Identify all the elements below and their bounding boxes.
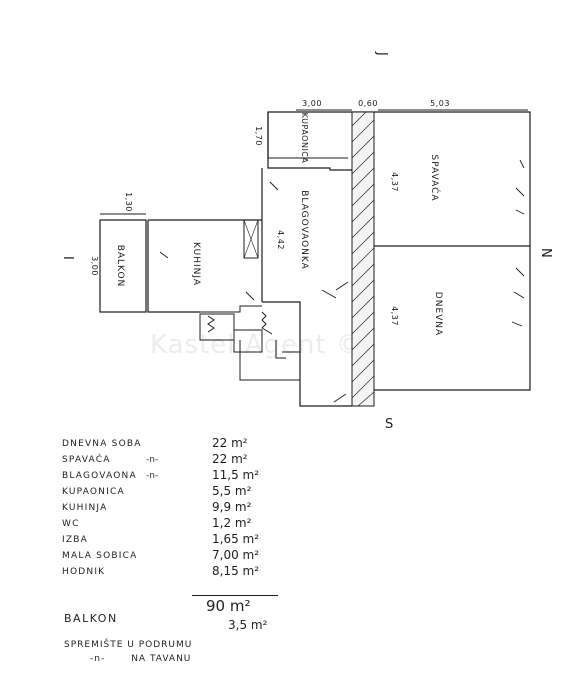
- ditto-mark: -n-: [90, 654, 106, 664]
- room-area: 5,5 m²: [212, 484, 252, 498]
- room-name: WC: [62, 519, 80, 529]
- room-name: KUHINJA: [62, 503, 108, 513]
- room-name: MALA SOBICA: [62, 551, 138, 561]
- room-area: 1,65 m²: [212, 532, 260, 546]
- dim-kupaonica-width: 3,00: [302, 99, 322, 108]
- room-name: BLAGOVAONA: [62, 471, 137, 481]
- label-balkon: BALKON: [115, 245, 125, 288]
- compass-south: S: [385, 417, 393, 432]
- dim-balkon-height: 3,00: [90, 256, 99, 276]
- label-spavaca: SPAVAĆA: [429, 154, 441, 201]
- sum-line: [192, 595, 278, 596]
- room-name: HODNIK: [62, 567, 106, 577]
- label-dnevna: DNEVNA: [433, 292, 443, 336]
- dim-room-width: 5,03: [430, 99, 450, 108]
- dim-wall-thickness: 0,60: [358, 99, 378, 108]
- room-name: IZBA: [62, 535, 88, 545]
- dim-blagovaonica-depth: 4,42: [276, 230, 285, 250]
- label-kuhinja: KUHINJA: [191, 242, 201, 286]
- compass-west: I: [60, 256, 75, 260]
- room-name: DNEVNA SOBA: [62, 439, 142, 449]
- area-row: BLAGOVAONA -n- 11,5 m²: [62, 468, 322, 484]
- dim-dnevna-length: 4,37: [390, 306, 399, 326]
- room-area: 7,00 m²: [212, 548, 260, 562]
- watermark: Kastel Agent ©: [150, 330, 363, 360]
- area-row: DNEVNA SOBA 22 m²: [62, 436, 322, 452]
- label-kupaonica: KUPAONICA: [300, 113, 309, 164]
- balkon-area: 3,5 m²: [228, 618, 268, 632]
- storage-attic: NA TAVANU: [131, 654, 192, 664]
- room-area: 1,2 m²: [212, 516, 252, 530]
- dim-kupaonica-depth: 1,70: [254, 126, 263, 146]
- dim-balkon-width: 1,30: [124, 192, 133, 212]
- dim-spavaca-length: 4,37: [390, 172, 399, 192]
- label-blagovaonica: BLAGOVAONKA: [299, 190, 309, 270]
- room-name: KUPAONICA: [62, 487, 125, 497]
- ditto-mark: -n-: [146, 471, 159, 481]
- room-area: 11,5 m²: [212, 468, 260, 482]
- area-row: MALA SOBICA 7,00 m²: [62, 548, 322, 564]
- area-row: IZBA 1,65 m²: [62, 532, 322, 548]
- room-name: SPAVAĆA: [62, 455, 111, 465]
- building-walls: [99, 111, 531, 407]
- area-row: WC 1,2 m²: [62, 516, 322, 532]
- storage-line-2: -n- NA TAVANU: [90, 654, 191, 664]
- balkon-label: BALKON: [64, 612, 118, 625]
- total-area: 90 m²: [206, 597, 251, 615]
- room-area: 9,9 m²: [212, 500, 252, 514]
- room-area: 22 m²: [212, 452, 248, 466]
- compass-east: J: [374, 51, 389, 56]
- ditto-mark: -n-: [146, 455, 159, 465]
- storage-line-1: SPREMIŠTE U PODRUMU: [64, 640, 193, 650]
- sketch-marks: [159, 159, 525, 403]
- area-row: KUPAONICA 5,5 m²: [62, 484, 322, 500]
- room-area: 8,15 m²: [212, 564, 260, 578]
- area-table: DNEVNA SOBA 22 m² SPAVAĆA -n- 22 m² BLAGOVA…: [62, 436, 322, 580]
- compass-north: N: [538, 248, 553, 258]
- room-area: 22 m²: [212, 436, 248, 450]
- area-row: HODNIK 8,15 m²: [62, 564, 322, 580]
- area-row: SPAVAĆA -n- 22 m²: [62, 452, 322, 468]
- area-row: KUHINJA 9,9 m²: [62, 500, 322, 516]
